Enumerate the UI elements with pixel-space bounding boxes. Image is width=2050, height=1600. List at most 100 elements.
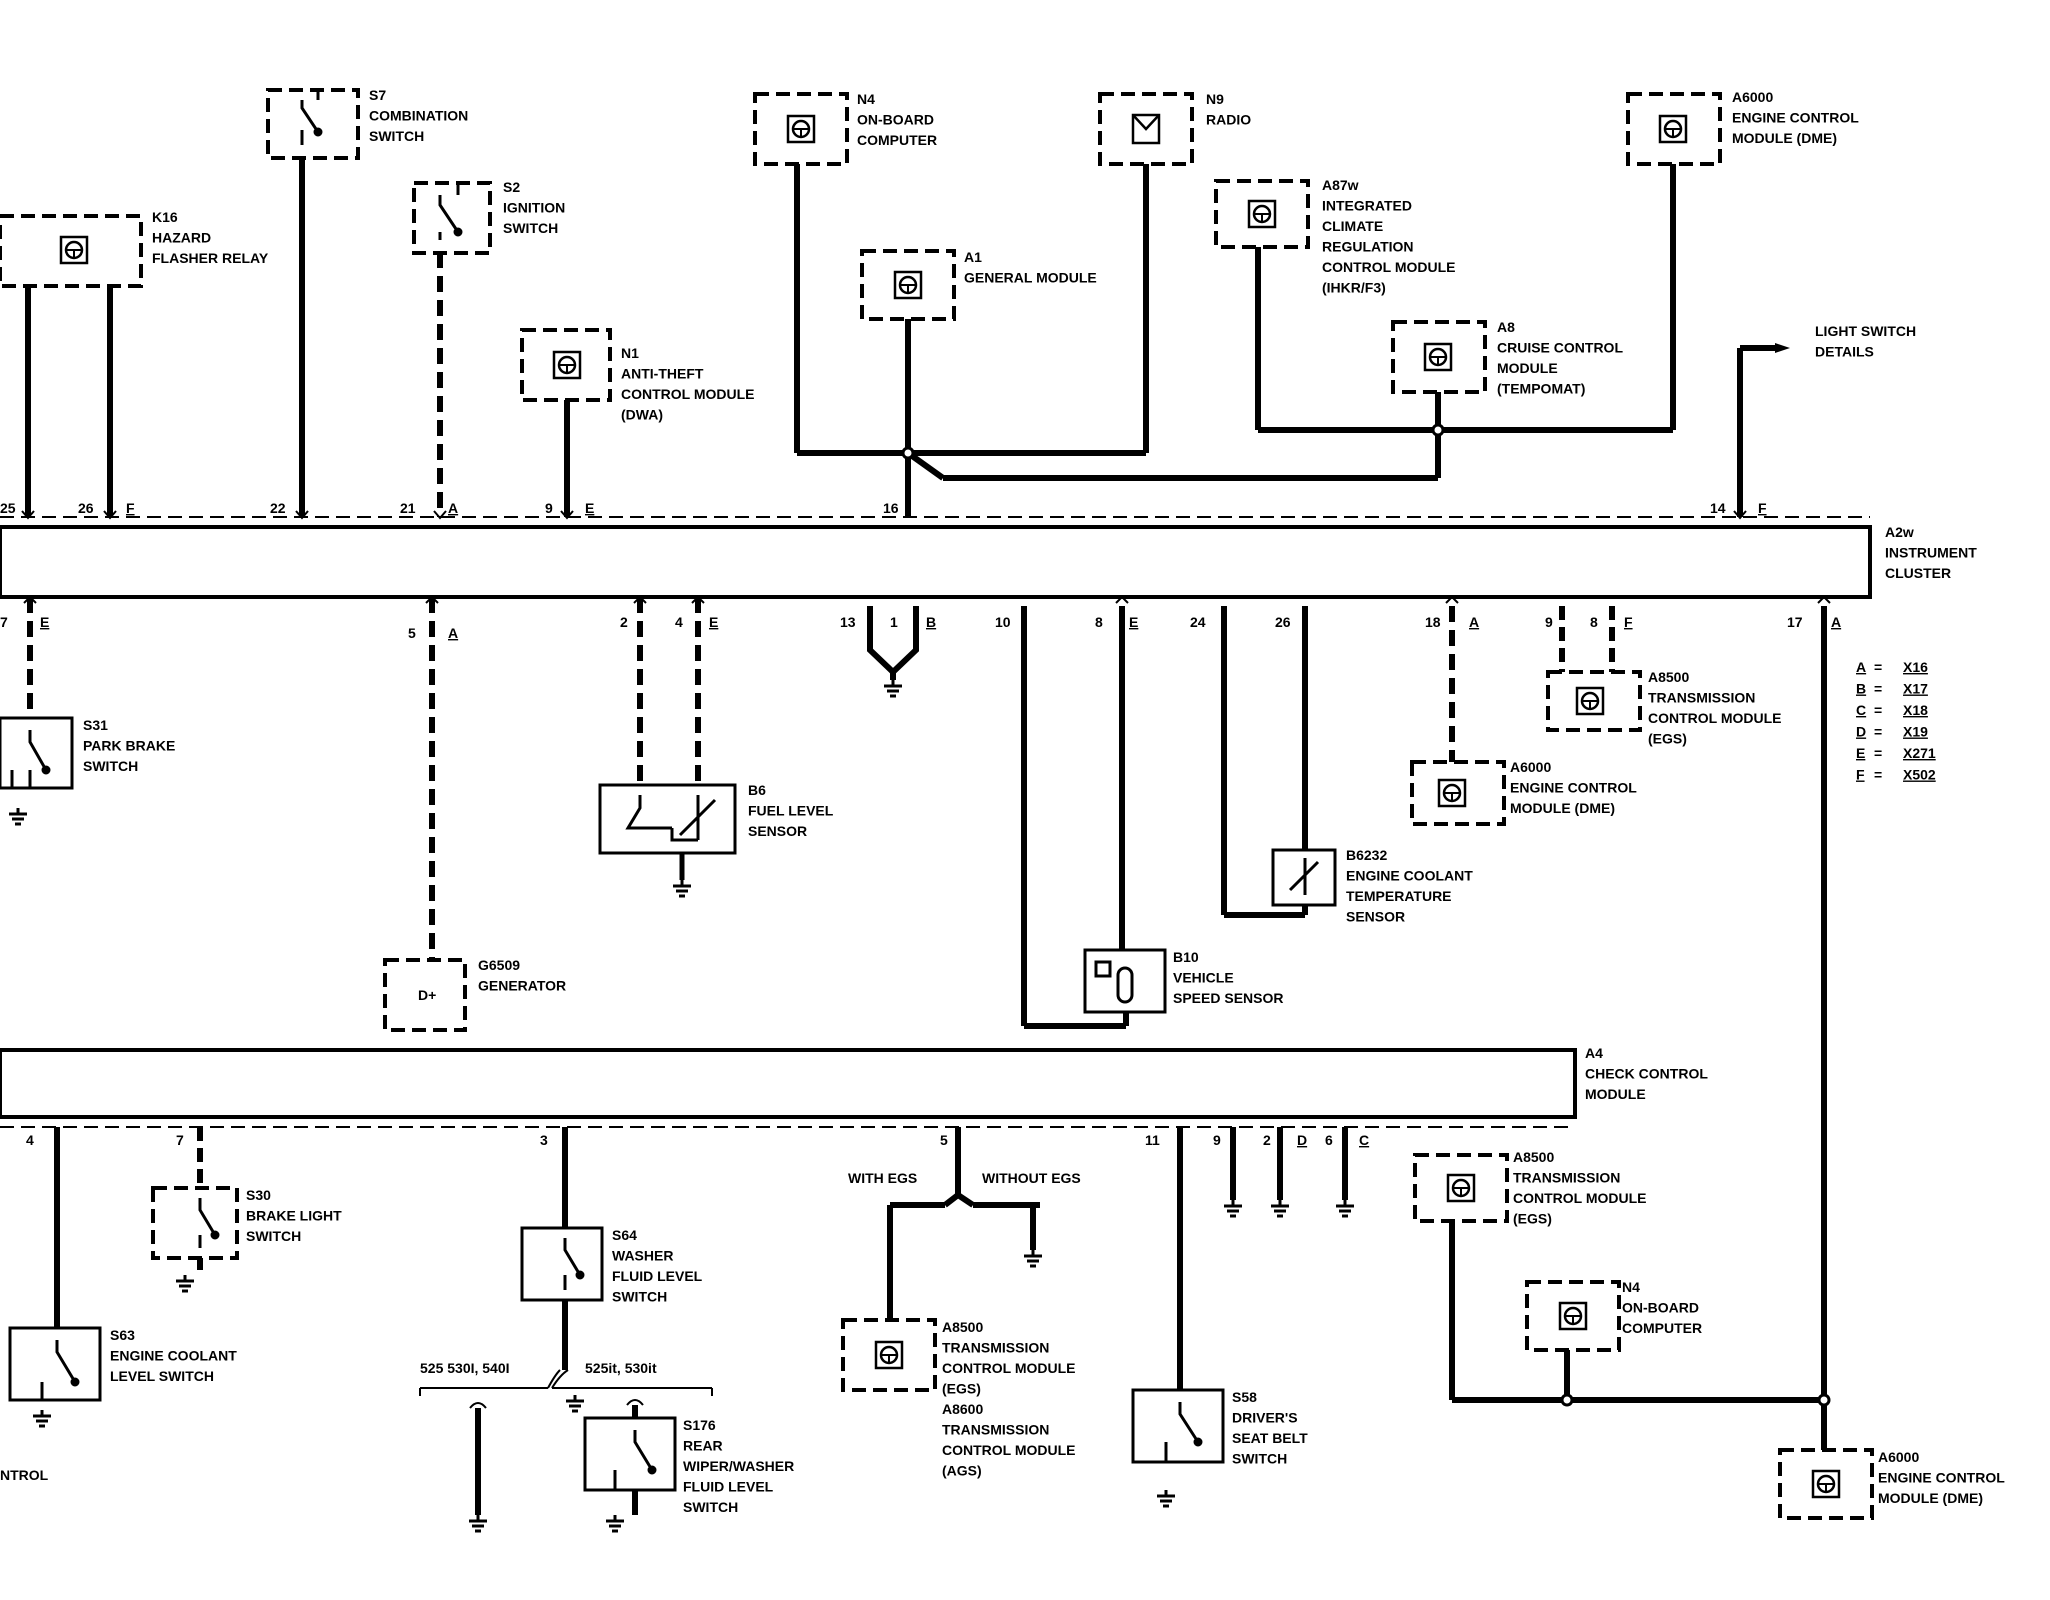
a8500-mid-label: CONTROL MODULE (1648, 710, 1782, 726)
bottom-pin-connector: E (709, 614, 718, 630)
a8500-bot-label: CONTROL MODULE (1513, 1190, 1647, 1206)
pin-ticks (21, 510, 1831, 604)
bottom-pin-number: 13 (840, 614, 856, 630)
legend-equals: = (1874, 702, 1882, 718)
a87w-label: CONTROL MODULE (1322, 259, 1456, 275)
a1-label: A1 (964, 249, 982, 265)
s7-label: SWITCH (369, 128, 424, 144)
bottom-pin-connector: A (448, 625, 458, 641)
s63-label: ENGINE COOLANT (110, 1348, 237, 1364)
s31-label: SWITCH (83, 758, 138, 774)
a8-label: A8 (1497, 319, 1515, 335)
a4-pin-number: 9 (1213, 1132, 1221, 1148)
sensor-symbols (625, 795, 1320, 1004)
legend-key: B (1856, 681, 1866, 697)
a4-bottom-wires (54, 1127, 1827, 1515)
bottom-pin-connector: B (926, 614, 936, 630)
legend-value: X502 (1903, 767, 1936, 783)
b6232-label: ENGINE COOLANT (1346, 868, 1473, 884)
n1-label: ANTI-THEFT (621, 366, 704, 382)
egs-module-label: A8500 (942, 1319, 983, 1335)
without-egs-label: WITHOUT EGS (982, 1170, 1081, 1186)
top-wires (25, 158, 1775, 517)
egs-module-label: TRANSMISSION (942, 1340, 1049, 1356)
s30-label: BRAKE LIGHT (246, 1208, 342, 1224)
n9-label: N9 (1206, 91, 1224, 107)
top-pin-number: 9 (545, 500, 553, 516)
a87w-label: INTEGRATED (1322, 198, 1412, 214)
egs-module-label: (AGS) (942, 1463, 982, 1479)
models-right-label: 525it, 530it (585, 1360, 657, 1376)
top-pin-number: 26 (78, 500, 94, 516)
n1-label: (DWA) (621, 407, 663, 423)
s64-label: WASHER (612, 1248, 673, 1264)
s64-label: FLUID LEVEL (612, 1268, 703, 1284)
a4-pin-number: 3 (540, 1132, 548, 1148)
top-pin-number: 25 (0, 500, 16, 516)
legend-value: X271 (1903, 745, 1936, 761)
top-pin-connector: F (126, 500, 135, 516)
cluster-bottom-wires (27, 597, 1827, 1400)
bottom-pin-number: 8 (1095, 614, 1103, 630)
a6000-bot-label: ENGINE CONTROL (1878, 1470, 2005, 1486)
egs-module-label: TRANSMISSION (942, 1422, 1049, 1438)
bottom-pin-connector: A (1469, 614, 1479, 630)
s58-label: SWITCH (1232, 1451, 1287, 1467)
g6509-label: G6509 (478, 957, 520, 973)
k16-label: K16 (152, 209, 178, 225)
a2w-label: CLUSTER (1885, 565, 1951, 581)
a87w-label: CLIMATE (1322, 218, 1383, 234)
a4-pin-number: 7 (176, 1132, 184, 1148)
bottom-pin-number: 4 (675, 614, 683, 630)
a8500-bot-label: A8500 (1513, 1149, 1554, 1165)
model-branch (419, 1369, 713, 1409)
bottom-pin-number: 10 (995, 614, 1011, 630)
light-switch-label: DETAILS (1815, 344, 1874, 360)
a8500-bot-box (1413, 1153, 1509, 1223)
b10-label: B10 (1173, 949, 1199, 965)
a4-pin-number: 11 (1145, 1132, 1160, 1148)
a4-pin-number: 6 (1325, 1132, 1333, 1148)
s63-box (8, 1326, 102, 1402)
legend-equals: = (1874, 745, 1882, 761)
s63-label: LEVEL SWITCH (110, 1368, 214, 1384)
a4-label: CHECK CONTROL (1585, 1066, 1708, 1082)
a6000-mid-label: A6000 (1510, 759, 1551, 775)
bottom-pin-number: 2 (620, 614, 628, 630)
bottom-pin-number: 18 (1425, 614, 1441, 630)
legend-equals: = (1874, 659, 1882, 675)
legend-key: D (1856, 724, 1866, 740)
s7-label: S7 (369, 87, 386, 103)
k16-label: HAZARD (152, 230, 211, 246)
check-control-module (0, 1048, 1577, 1128)
s2-label: SWITCH (503, 220, 558, 236)
a6000-top-label: ENGINE CONTROL (1732, 110, 1859, 126)
s7-label: COMBINATION (369, 108, 468, 124)
bottom-pin-connector: E (1129, 614, 1138, 630)
a1-label: GENERAL MODULE (964, 270, 1097, 286)
cut-off-label: NTROL (0, 1467, 49, 1483)
s2-label: S2 (503, 179, 520, 195)
a6000-mid-label: MODULE (DME) (1510, 800, 1615, 816)
a4-pin-number: 5 (940, 1132, 948, 1148)
s30-label: S30 (246, 1187, 271, 1203)
s176-label: FLUID LEVEL (683, 1479, 774, 1495)
bottom-pin-connector: F (1624, 614, 1633, 630)
a87w-label: (IHKR/F3) (1322, 280, 1386, 296)
bottom-pin-number: 1 (890, 614, 898, 630)
a87w-label: REGULATION (1322, 239, 1414, 255)
legend-key: C (1856, 702, 1866, 718)
instrument-cluster (0, 516, 1872, 599)
s176-box (583, 1416, 677, 1492)
top-pin-connector: F (1758, 500, 1767, 516)
a8-box (1391, 320, 1487, 394)
top-pin-number: 14 (1710, 500, 1726, 516)
n4-top-label: COMPUTER (857, 132, 937, 148)
a6000-bot-label: A6000 (1878, 1449, 1919, 1465)
a2w-label: INSTRUMENT (1885, 545, 1977, 561)
top-pin-number: 22 (270, 500, 286, 516)
s2-box (412, 181, 492, 255)
